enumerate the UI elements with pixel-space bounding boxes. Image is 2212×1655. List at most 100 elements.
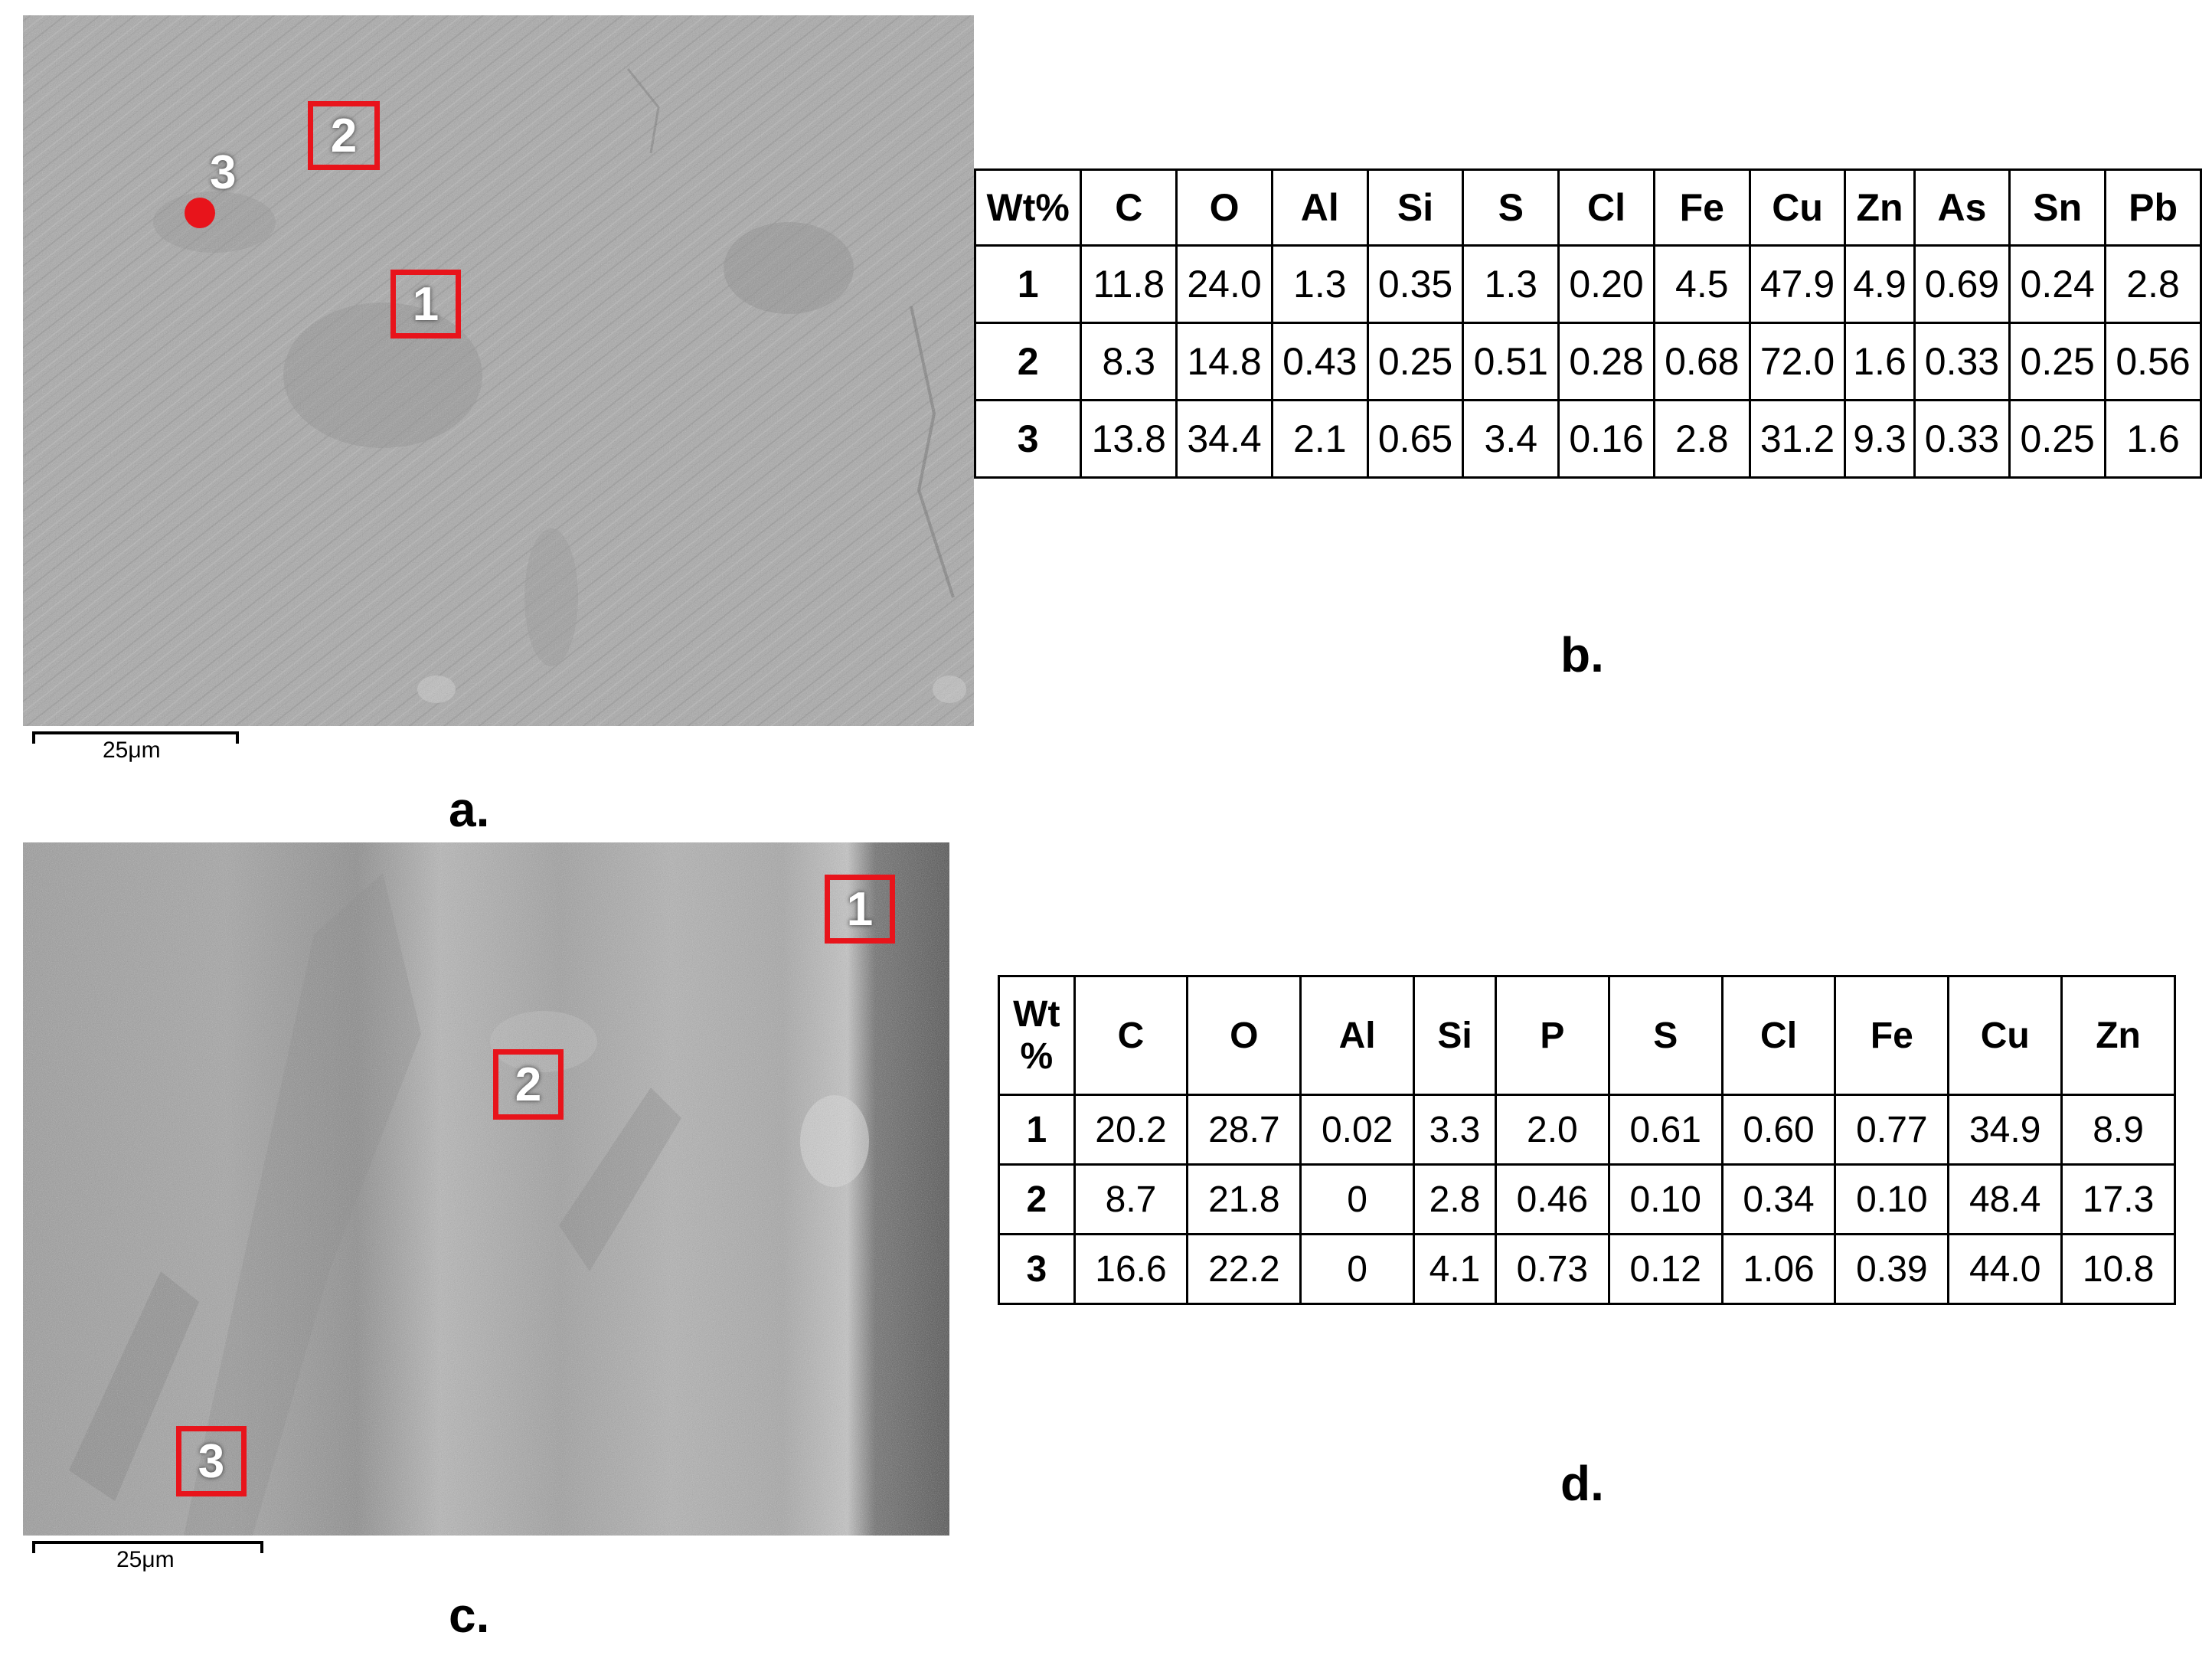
roi-spot-3 [185, 198, 215, 228]
table-cell: 31.2 [1748, 399, 1847, 479]
table-cell: 22.2 [1186, 1233, 1302, 1305]
table-header-element: As [1913, 168, 2011, 247]
table-header-element: Cl [1557, 168, 1655, 247]
roi-box-2: 2 [493, 1049, 564, 1120]
table-cell: 72.0 [1748, 322, 1847, 401]
table-cell: 2.8 [1652, 399, 1751, 479]
table-header-element: Cu [1748, 168, 1847, 247]
table-cell: 0.10 [1834, 1163, 1950, 1235]
table-cell: 0.68 [1652, 322, 1751, 401]
table-header-element: Cl [1720, 975, 1837, 1096]
table-header-element: O [1186, 975, 1302, 1096]
table-cell: 10.8 [2060, 1233, 2176, 1305]
table-cell: 0.39 [1834, 1233, 1950, 1305]
scale-bar-c-line [32, 1541, 263, 1553]
table-row-label: 1 [973, 244, 1083, 324]
table-header-element: C [1073, 975, 1189, 1096]
table-cell: 0.51 [1462, 322, 1560, 401]
table-cell: 21.8 [1186, 1163, 1302, 1235]
table-cell: 0.25 [2008, 399, 2107, 479]
table-cell: 0.69 [1913, 244, 2011, 324]
table-cell: 0 [1299, 1163, 1416, 1235]
table-cell: 4.5 [1652, 244, 1751, 324]
table-header-element: Zn [2060, 975, 2176, 1096]
table-header-element: Zn [1844, 168, 1916, 247]
sem-texture-c [23, 842, 949, 1536]
table-header-element: Si [1366, 168, 1465, 247]
table-cell: 17.3 [2060, 1163, 2176, 1235]
table-cell: 20.2 [1073, 1094, 1189, 1166]
table-row-label: 2 [998, 1163, 1076, 1235]
table-cell: 2.8 [2104, 244, 2202, 324]
table-cell: 8.9 [2060, 1094, 2176, 1166]
table-header-element: Al [1270, 168, 1369, 247]
table-cell: 2.1 [1270, 399, 1369, 479]
table-cell: 1.3 [1270, 244, 1369, 324]
table-header-unit: Wt% [973, 168, 1083, 247]
table-cell: 47.9 [1748, 244, 1847, 324]
table-cell: 2.0 [1494, 1094, 1610, 1166]
table-cell: 9.3 [1844, 399, 1916, 479]
table-cell: 8.7 [1073, 1163, 1189, 1235]
table-cell: 0.02 [1299, 1094, 1416, 1166]
table-cell: 0.25 [2008, 322, 2107, 401]
table-cell: 0.65 [1366, 399, 1465, 479]
roi-box-2: 2 [308, 101, 380, 170]
table-cell: 0.60 [1720, 1094, 1837, 1166]
table-cell: 3.3 [1413, 1094, 1497, 1166]
table-cell: 0.24 [2008, 244, 2107, 324]
panel-label-c: c. [449, 1588, 490, 1643]
table-cell: 0.28 [1557, 322, 1655, 401]
table-header-element: Cu [1947, 975, 2063, 1096]
table-cell: 34.9 [1947, 1094, 2063, 1166]
table-cell: 0.20 [1557, 244, 1655, 324]
table-cell: 0.56 [2104, 322, 2202, 401]
roi-spot-3-label: 3 [210, 146, 237, 199]
table-header-element: C [1080, 168, 1178, 247]
table-cell: 4.1 [1413, 1233, 1497, 1305]
table-cell: 0 [1299, 1233, 1416, 1305]
table-cell: 48.4 [1947, 1163, 2063, 1235]
table-cell: 3.4 [1462, 399, 1560, 479]
table-cell: 2.8 [1413, 1163, 1497, 1235]
table-cell: 13.8 [1080, 399, 1178, 479]
table-cell: 1.06 [1720, 1233, 1837, 1305]
table-cell: 14.8 [1175, 322, 1273, 401]
sem-image-a: 1 2 3 [23, 15, 974, 726]
panel-label-a: a. [449, 782, 490, 837]
panel-label-d: d. [1560, 1456, 1604, 1511]
table-cell: 0.46 [1494, 1163, 1610, 1235]
table-cell: 34.4 [1175, 399, 1273, 479]
table-row-label: 2 [973, 322, 1083, 401]
table-header-unit: Wt% [998, 975, 1076, 1096]
table-cell: 4.9 [1844, 244, 1916, 324]
table-cell: 0.12 [1607, 1233, 1724, 1305]
table-header-element: Al [1299, 975, 1416, 1096]
table-header-element: Pb [2104, 168, 2202, 247]
table-cell: 24.0 [1175, 244, 1273, 324]
table-cell: 1.3 [1462, 244, 1560, 324]
table-header-element: S [1462, 168, 1560, 247]
table-cell: 44.0 [1947, 1233, 2063, 1305]
table-cell: 0.61 [1607, 1094, 1724, 1166]
table-cell: 28.7 [1186, 1094, 1302, 1166]
table-row-label: 3 [998, 1233, 1076, 1305]
table-header-element: Fe [1652, 168, 1751, 247]
table-cell: 0.77 [1834, 1094, 1950, 1166]
table-cell: 0.10 [1607, 1163, 1724, 1235]
table-header-element: P [1494, 975, 1610, 1096]
scale-bar-a-label: 25μm [103, 738, 161, 763]
table-cell: 0.43 [1270, 322, 1369, 401]
panel-label-b: b. [1560, 627, 1604, 682]
roi-box-1: 1 [825, 875, 895, 944]
table-header-element: S [1607, 975, 1724, 1096]
table-header-element: Fe [1834, 975, 1950, 1096]
table-cell: 0.33 [1913, 399, 2011, 479]
table-row-label: 1 [998, 1094, 1076, 1166]
